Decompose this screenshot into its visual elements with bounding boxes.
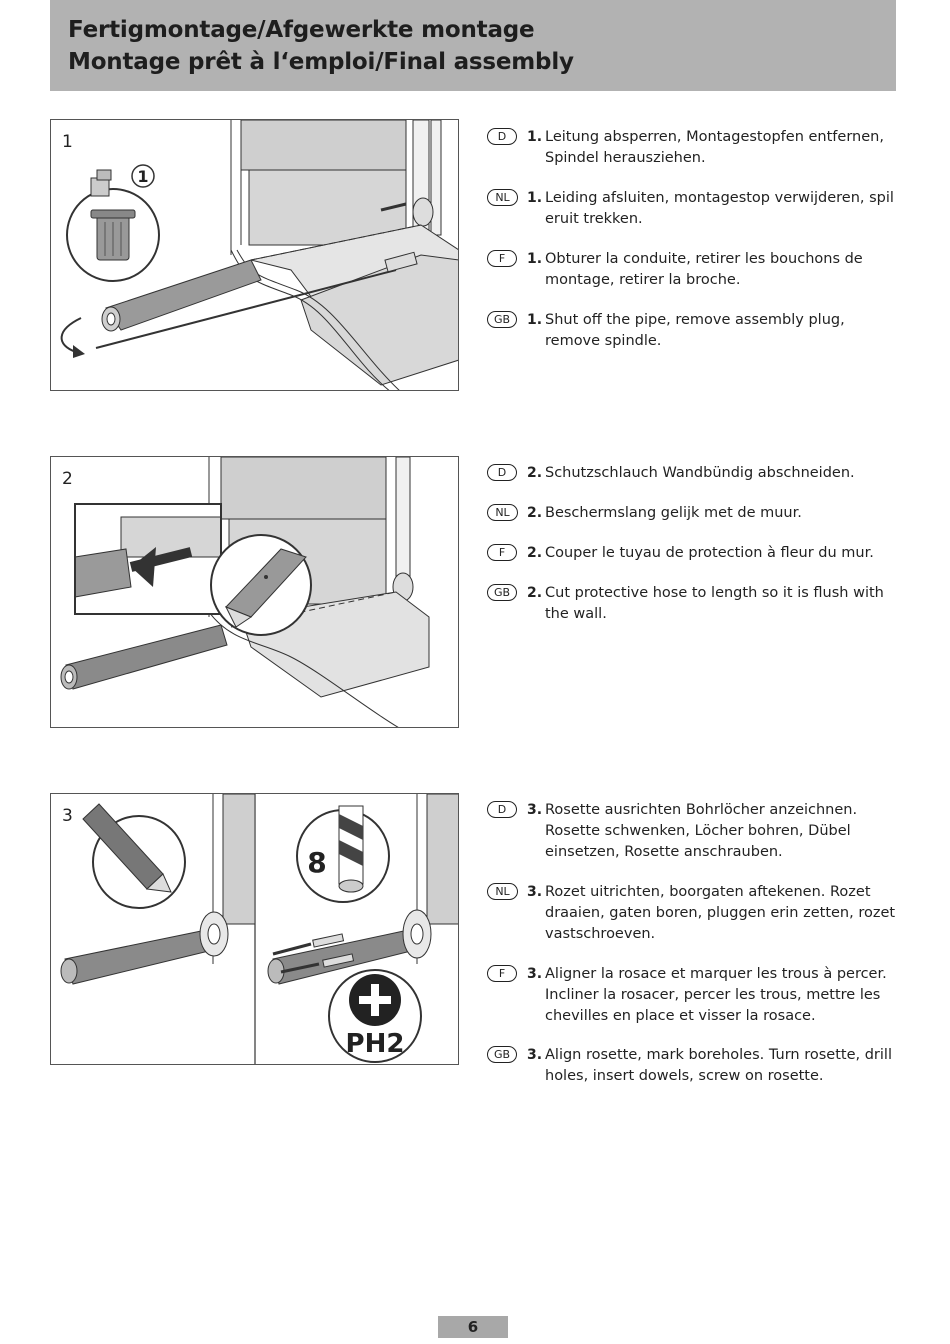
lang-badge-fr: F	[487, 250, 517, 267]
instruction-text: Obturer la conduite, retirer les bouchon…	[545, 251, 863, 288]
instruction-num: 1.	[527, 190, 543, 206]
page-title-line2: Montage prêt à l‘emploi/Final assembly	[68, 49, 574, 75]
instruction-num: 2.	[527, 465, 543, 481]
drill-size-label: 8	[307, 846, 326, 879]
instruction-num: 1.	[527, 129, 543, 145]
instruction-num: 3.	[527, 966, 543, 982]
page-title-line1: Fertigmontage/Afgewerkte montage	[68, 17, 535, 43]
step1-illustration: 1	[60, 120, 458, 390]
instruction-num: 3.	[527, 1047, 543, 1063]
lang-badge-de: D	[487, 464, 517, 481]
instruction-text: Rosette ausrichten Bohrlöcher anzeichnen…	[545, 802, 858, 860]
instruction-text: Couper le tuyau de protection à fleur du…	[545, 545, 874, 561]
screwdriver-label: PH2	[346, 1029, 405, 1059]
instruction-num: 1.	[527, 312, 543, 328]
step3-number: 3	[62, 806, 73, 826]
page-number: 6	[438, 1316, 508, 1338]
instruction-num: 1.	[527, 251, 543, 267]
lang-badge-gb: GB	[487, 584, 517, 601]
instruction-num: 2.	[527, 505, 543, 521]
instruction-text: Leitung absperren, Montagestopfen entfer…	[545, 129, 884, 166]
instruction-text: Schutzschlauch Wandbündig abschneiden.	[545, 465, 855, 481]
instruction-num: 3.	[527, 884, 543, 900]
instruction-num: 3.	[527, 802, 543, 818]
step1-number: 1	[62, 132, 73, 152]
lang-badge-de: D	[487, 128, 517, 145]
lang-badge-nl: NL	[487, 189, 518, 206]
page-header: Fertigmontage/Afgewerkte montage Montage…	[50, 0, 896, 91]
step3-illustration: 8 PH2	[60, 794, 458, 1064]
step2-figure: 2	[50, 456, 459, 728]
instruction-text: Cut protective hose to length so it is f…	[545, 585, 884, 622]
lang-badge-nl: NL	[487, 883, 518, 900]
instruction-num: 2.	[527, 585, 543, 601]
step1-callout-number: 1	[137, 167, 148, 186]
step3-figure: 8 PH2 3	[50, 793, 459, 1065]
lang-badge-gb: GB	[487, 1046, 517, 1063]
instruction-text: Aligner la rosace et marquer les trous à…	[545, 966, 887, 1024]
instruction-text: Leiding afsluiten, montagestop verwijder…	[545, 190, 894, 227]
instruction-num: 2.	[527, 545, 543, 561]
step1-figure: 1 1	[50, 119, 459, 391]
lang-badge-gb: GB	[487, 311, 517, 328]
instruction-text: Shut off the pipe, remove assembly plug,…	[545, 312, 845, 349]
instruction-text: Rozet uitrichten, boorgaten aftekenen. R…	[545, 884, 896, 942]
lang-badge-fr: F	[487, 965, 517, 982]
lang-badge-nl: NL	[487, 504, 518, 521]
step2-illustration	[60, 457, 430, 727]
lang-badge-fr: F	[487, 544, 517, 561]
instruction-text: Beschermslang gelijk met de muur.	[545, 505, 802, 521]
lang-badge-de: D	[487, 801, 517, 818]
instruction-text: Align rosette, mark boreholes. Turn rose…	[545, 1047, 892, 1084]
step2-number: 2	[62, 469, 73, 489]
